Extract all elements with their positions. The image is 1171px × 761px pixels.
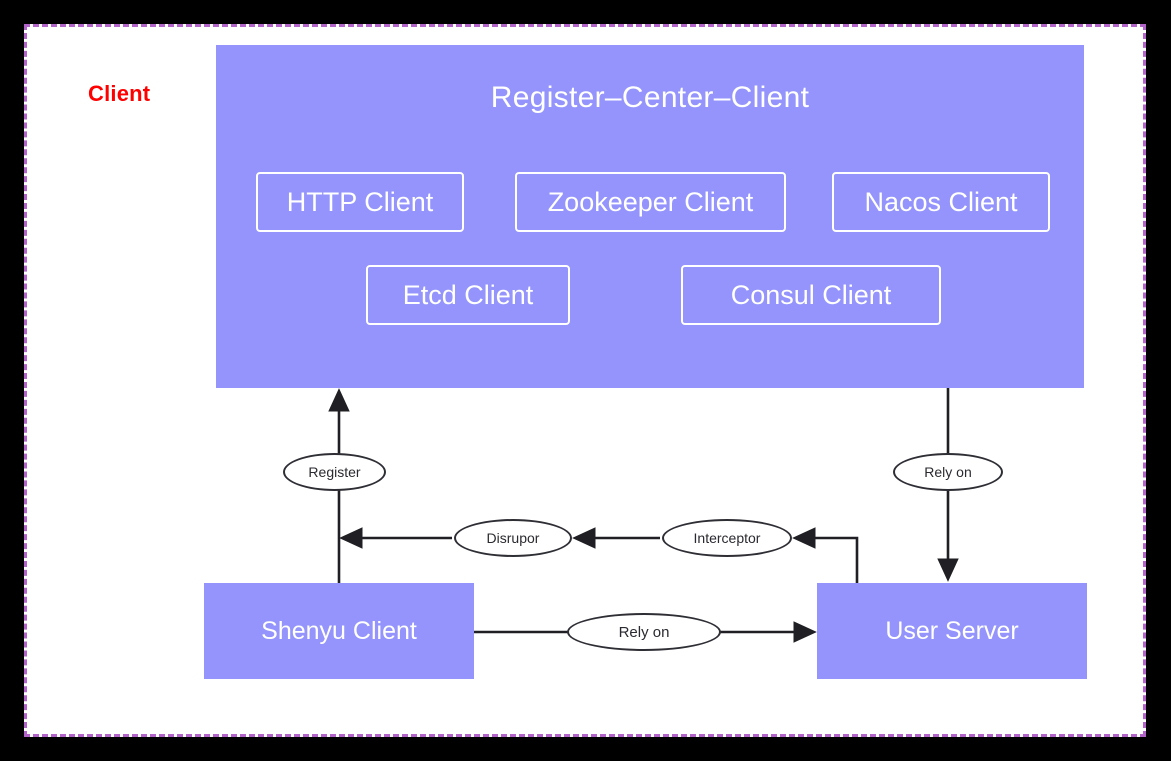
node-shenyu-client[interactable]: Shenyu Client — [204, 583, 474, 679]
register-center-client-title: Register–Center–Client — [490, 81, 810, 114]
client-box-zookeeper[interactable]: Zookeeper Client — [515, 172, 786, 232]
edge-label-register: Register — [283, 453, 386, 491]
edge-label-rely-on-bottom: Rely on — [567, 613, 721, 651]
node-user-server[interactable]: User Server — [817, 583, 1087, 679]
edge-label-interceptor: Interceptor — [662, 519, 792, 557]
edge-label-disrupor: Disrupor — [454, 519, 572, 557]
client-box-http[interactable]: HTTP Client — [256, 172, 464, 232]
client-box-nacos[interactable]: Nacos Client — [832, 172, 1050, 232]
register-center-client-panel: Register–Center–Client HTTP Client Zooke… — [216, 45, 1084, 388]
edge-label-rely-on-top: Rely on — [893, 453, 1003, 491]
client-box-consul[interactable]: Consul Client — [681, 265, 941, 325]
client-boundary-label: Client — [88, 81, 151, 106]
client-box-etcd[interactable]: Etcd Client — [366, 265, 570, 325]
